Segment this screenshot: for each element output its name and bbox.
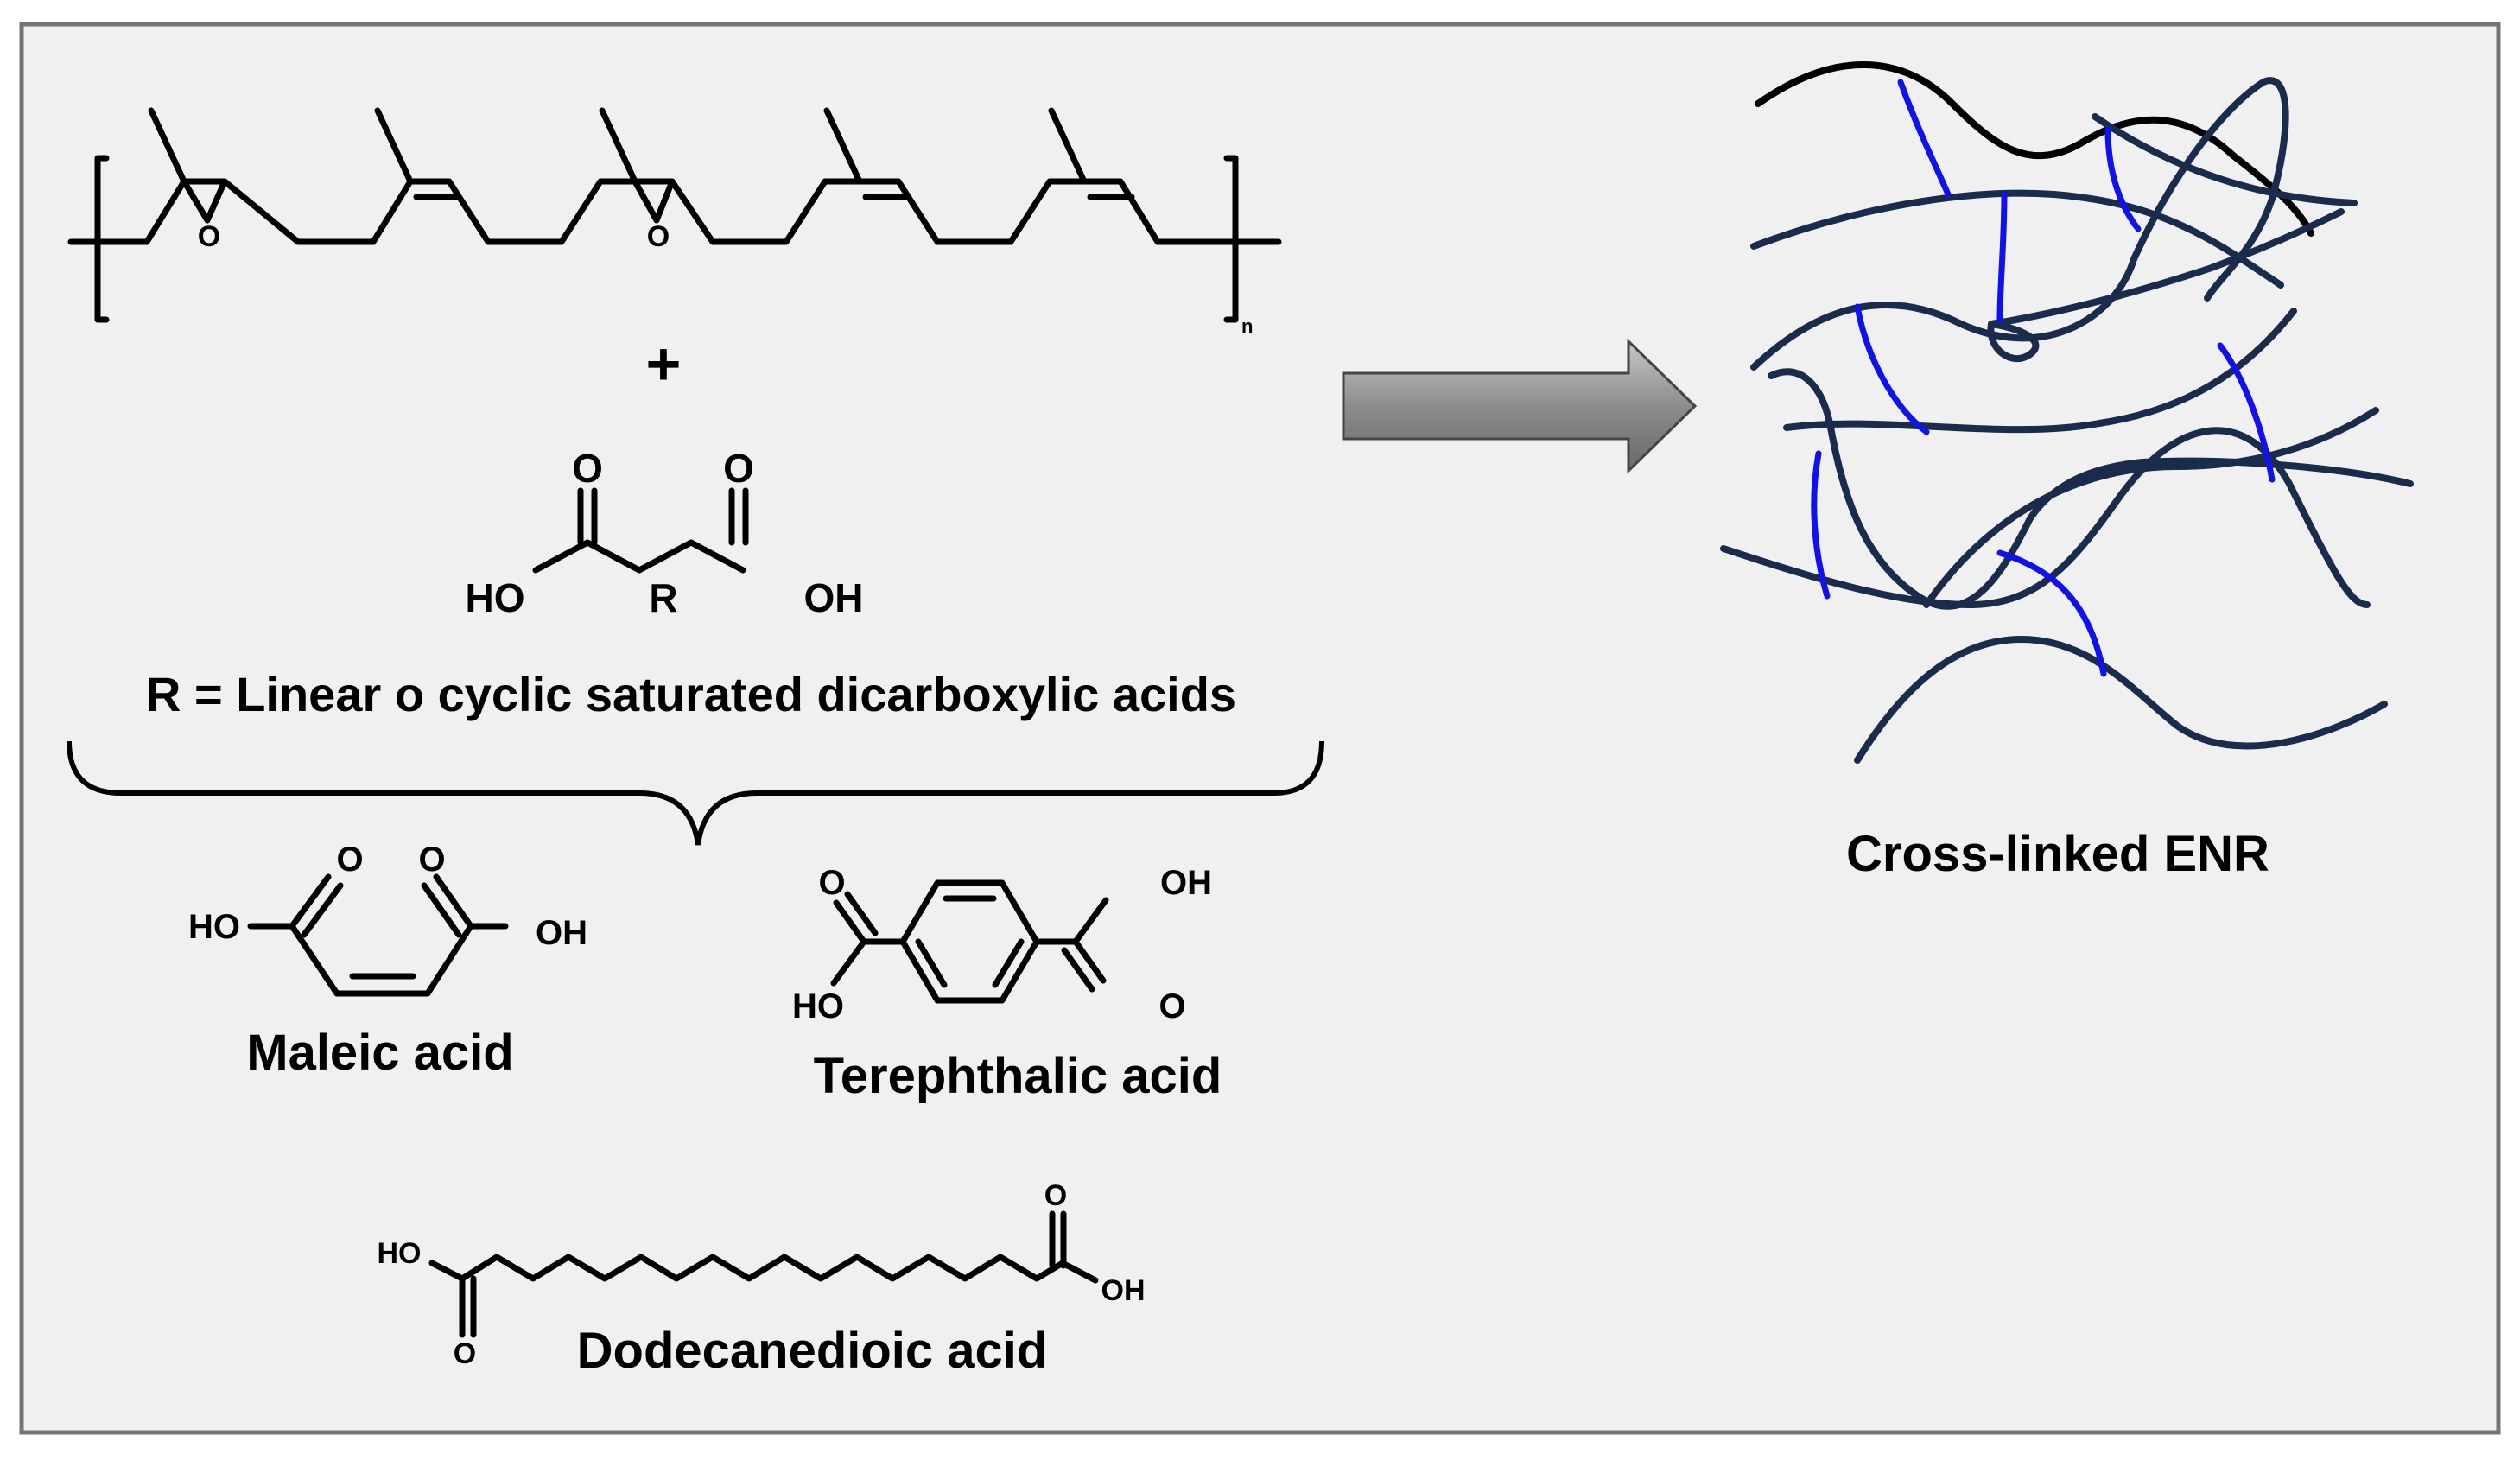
reaction-arrow <box>1342 338 1698 474</box>
repeat-subscript-n: n <box>1241 315 1253 337</box>
tere-ho-bottom: HO <box>792 987 844 1025</box>
dode-oh: OH <box>1101 1274 1146 1307</box>
network-chain-4 <box>1987 208 2345 362</box>
r-definition-text: R = Linear o cyclic saturated dicarboxyl… <box>146 667 1236 721</box>
carbonyl-o-right: O <box>723 446 754 491</box>
terephthalic-acid-name: Terephthalic acid <box>814 1048 1222 1104</box>
panel-frame <box>19 22 2501 1435</box>
crosslink-4 <box>1854 303 1930 435</box>
epoxide-o-label-2: O <box>647 220 670 253</box>
network-chain-8 <box>1923 407 2379 608</box>
network-chain-2 <box>2092 113 2358 206</box>
ring-double-3 <box>992 938 1025 988</box>
methyl-5 <box>1048 107 1088 185</box>
crosslink-2 <box>2104 126 2142 232</box>
dodecanedioic-acid-name: Dodecanedioic acid <box>577 1323 1048 1379</box>
terephthalic-acid: O OH HO O Terephthalic acid <box>792 864 1222 1104</box>
epoxide-o-label-1: O <box>198 220 220 253</box>
crosslinked-network <box>1720 61 2414 764</box>
dode-left-oh <box>428 1260 466 1282</box>
tere-oh-top: OH <box>1160 864 1212 902</box>
product-name: Cross-linked ENR <box>1846 826 2269 882</box>
crosslink-1 <box>1897 79 1952 198</box>
maleic-o-right: O <box>418 841 445 879</box>
maleic-acid-name: Maleic acid <box>246 1025 513 1081</box>
network-chain-3 <box>1750 77 2289 371</box>
tere-right-co-2 <box>1061 947 1095 993</box>
network-chain-5 <box>1783 308 2297 434</box>
dodecanedioic-acid: HO O O OH Dodecanedioic acid <box>378 1179 1146 1379</box>
maleic-co-left-2 <box>301 882 344 938</box>
crosslink-3 <box>1996 191 2008 323</box>
dode-ho: HO <box>378 1237 422 1270</box>
epoxide-ring-2 <box>632 178 676 224</box>
tere-o-bottom: O <box>1158 987 1185 1025</box>
maleic-chain <box>289 923 509 997</box>
curly-brace <box>67 740 1324 846</box>
carbonyl-o-left: O <box>572 446 603 491</box>
generic-diacid: O O HO R OH <box>466 446 864 620</box>
maleic-acid: O O HO OH Maleic acid <box>188 841 587 1081</box>
tere-left-oh <box>830 938 867 987</box>
r-group-label: R <box>649 575 677 620</box>
tere-right-co-1 <box>1072 938 1107 984</box>
network-chain-1 <box>1750 189 2284 289</box>
maleic-oh: OH <box>536 914 587 952</box>
maleic-co-left-1 <box>289 873 332 930</box>
maleic-co-right-2 <box>421 882 462 938</box>
generic-diacid-bonds <box>532 539 746 574</box>
methyl-1 <box>148 107 187 185</box>
maleic-ho: HO <box>188 908 240 946</box>
oh-label: OH <box>804 575 864 620</box>
methyl-3 <box>599 107 638 185</box>
epoxide-ring-1 <box>181 178 228 224</box>
crosslink-5 <box>2217 342 2276 483</box>
network-chain-9 <box>1854 636 2388 764</box>
maleic-o-left: O <box>336 841 363 879</box>
plus-sign: + <box>646 330 682 397</box>
enr-repeat-unit: O O n <box>67 107 1282 337</box>
maleic-co-right-1 <box>433 873 474 930</box>
ring-double-2 <box>915 938 948 988</box>
crosslink-7 <box>1996 549 2107 677</box>
ho-label: HO <box>466 575 525 620</box>
methyl-4 <box>823 107 863 185</box>
crosslink-6 <box>1811 450 1831 600</box>
dode-o-left: O <box>454 1337 476 1370</box>
tere-left-co-2 <box>844 891 879 936</box>
dode-chain <box>459 1254 1066 1282</box>
dode-right-oh <box>1059 1260 1099 1284</box>
tere-left-co-1 <box>833 899 867 945</box>
tere-o-top: O <box>818 864 845 902</box>
methyl-2 <box>374 107 414 185</box>
tere-right-oh <box>1072 897 1109 945</box>
network-chain-7 <box>1720 427 2371 608</box>
dode-o-right: O <box>1044 1179 1067 1212</box>
network-chain-black <box>1755 61 2314 237</box>
